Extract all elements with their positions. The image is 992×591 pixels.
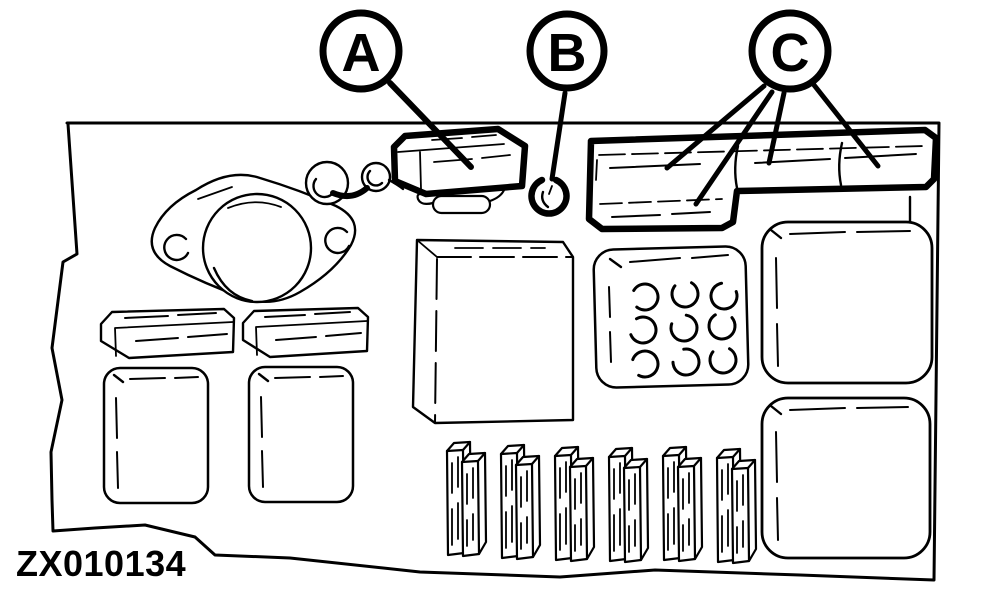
fuse-strip-bank-c [585, 126, 940, 233]
socket-b [528, 175, 570, 217]
fuse-strip-left-2 [241, 306, 370, 359]
mounting-flange [150, 173, 357, 304]
socket-holes [628, 279, 739, 379]
relay-module-a [390, 125, 529, 198]
callout-b-circle [526, 10, 608, 92]
part-code-label: ZX010134 [16, 543, 186, 584]
callout-a: A [319, 9, 474, 170]
fuse-pair [715, 447, 758, 565]
fuse-pair [661, 445, 704, 563]
relay-box-right-1 [760, 220, 934, 385]
callout-a-leader [387, 80, 474, 170]
fuse-pair [445, 440, 488, 558]
relay-box-left-1 [102, 366, 210, 505]
callout-c-leader-2 [693, 89, 775, 207]
callout-c-leader-3 [766, 90, 787, 166]
flange-bolt-hole-right [324, 226, 351, 255]
callout-c-leader-1 [664, 83, 767, 171]
relay-box-center [411, 238, 575, 425]
fuse-pair [499, 443, 542, 561]
mini-fuse-row [445, 440, 758, 565]
callout-c-leader-4 [811, 82, 881, 169]
callout-b-label: B [548, 23, 587, 83]
flange-dome [201, 192, 313, 304]
inline-capsule [416, 185, 506, 215]
flange-bolt-hole-left [163, 233, 190, 262]
fuse-strip-left-1 [99, 307, 236, 360]
callout-b: B [526, 10, 608, 182]
panel-outline [49, 121, 941, 582]
relay-box-left-2 [247, 365, 355, 504]
callout-b-leader [549, 90, 568, 182]
connector-block-9socket [592, 245, 750, 389]
callout-c-label: C [771, 23, 810, 83]
grommet-chain [304, 160, 405, 206]
callout-c: C [664, 9, 881, 207]
callout-c-circle [748, 9, 832, 93]
callout-a-label: A [342, 23, 381, 83]
relay-box-right-2 [760, 396, 932, 560]
callout-a-circle [319, 9, 403, 93]
fuse-pair [553, 445, 596, 563]
fuse-pair [607, 446, 650, 564]
